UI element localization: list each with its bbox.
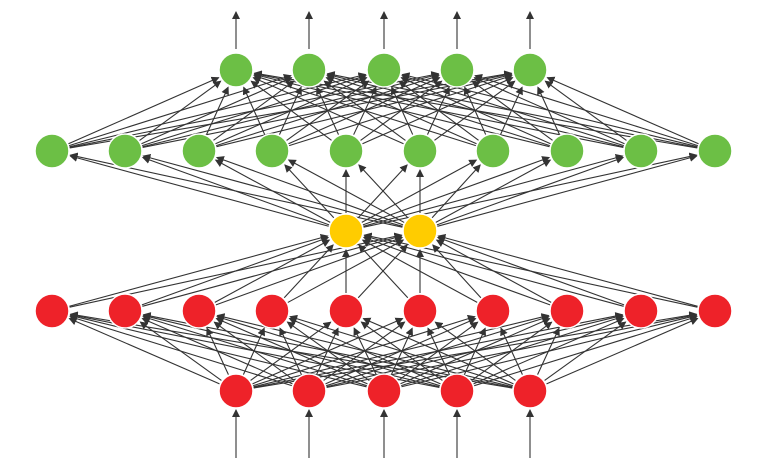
hidden-neuron (107, 293, 143, 329)
input-neuron (291, 373, 327, 409)
hidden-neuron (549, 293, 585, 329)
connection-edge (69, 233, 329, 307)
connection-edge (436, 156, 625, 226)
connection-edge (250, 80, 332, 141)
connection-edge (435, 159, 552, 223)
connection-edge (546, 76, 699, 145)
input-neuron (439, 373, 475, 409)
connection-edge (546, 317, 699, 385)
hidden-neuron (475, 133, 511, 169)
hidden-neuron (181, 293, 217, 329)
connection-edge (474, 73, 698, 147)
code-neuron (328, 213, 364, 249)
connection-edge (214, 239, 331, 303)
output-neuron (439, 52, 475, 88)
connection-edge (278, 86, 302, 135)
connection-edge (252, 76, 404, 145)
hidden-neuron (697, 293, 733, 329)
connection-edge (500, 327, 523, 375)
code-neuron (402, 213, 438, 249)
connection-edge (434, 321, 516, 381)
connection-edge (215, 156, 404, 226)
connection-edge (68, 76, 220, 145)
hidden-neuron (623, 133, 659, 169)
connection-edge (69, 311, 513, 389)
hidden-neuron (697, 133, 733, 169)
connection-edge (141, 76, 293, 145)
connection-edge (141, 236, 330, 306)
hidden-neuron (328, 133, 364, 169)
connection-edge (544, 321, 627, 381)
connection-edge (69, 314, 292, 387)
connection-edge (361, 239, 478, 303)
connection-edge (69, 153, 329, 227)
connection-edges (68, 70, 699, 389)
connection-edge (363, 233, 624, 307)
hidden-neuron (254, 293, 290, 329)
connection-edge (437, 233, 698, 307)
connection-edge (205, 86, 229, 135)
connection-edge (142, 153, 403, 227)
connection-edge (68, 317, 220, 385)
input-neuron (218, 373, 254, 409)
output-neuron (366, 52, 402, 88)
connection-edge (139, 80, 222, 141)
hidden-neuron (34, 293, 70, 329)
connection-edge (361, 159, 478, 223)
hidden-neuron (34, 133, 70, 169)
io-arrows (232, 11, 534, 458)
output-neuron (512, 52, 548, 88)
connection-edge (437, 153, 698, 227)
connection-edge (358, 164, 409, 219)
hidden-neuron (181, 133, 217, 169)
input-neuron (366, 373, 402, 409)
hidden-neuron (402, 133, 438, 169)
hidden-neuron (107, 133, 143, 169)
connection-edge (537, 327, 560, 375)
hidden-neuron (328, 293, 364, 329)
connection-edge (287, 159, 405, 223)
connection-edge (253, 73, 476, 147)
hidden-neuron (623, 293, 659, 329)
connection-edge (362, 317, 514, 385)
connection-edge (253, 70, 698, 149)
neuron-nodes (34, 52, 733, 409)
hidden-neuron (475, 293, 511, 329)
connection-edge (283, 244, 334, 299)
hidden-neuron (254, 133, 290, 169)
output-neuron (291, 52, 327, 88)
connection-edge (431, 164, 481, 219)
input-neuron (512, 373, 548, 409)
connection-edge (499, 86, 523, 135)
connection-edge (242, 86, 266, 135)
connection-edge (358, 244, 409, 299)
hidden-neuron (402, 293, 438, 329)
connection-edge (362, 236, 551, 306)
output-neuron (218, 52, 254, 88)
hidden-neuron (549, 133, 585, 169)
connection-edge (289, 314, 513, 387)
